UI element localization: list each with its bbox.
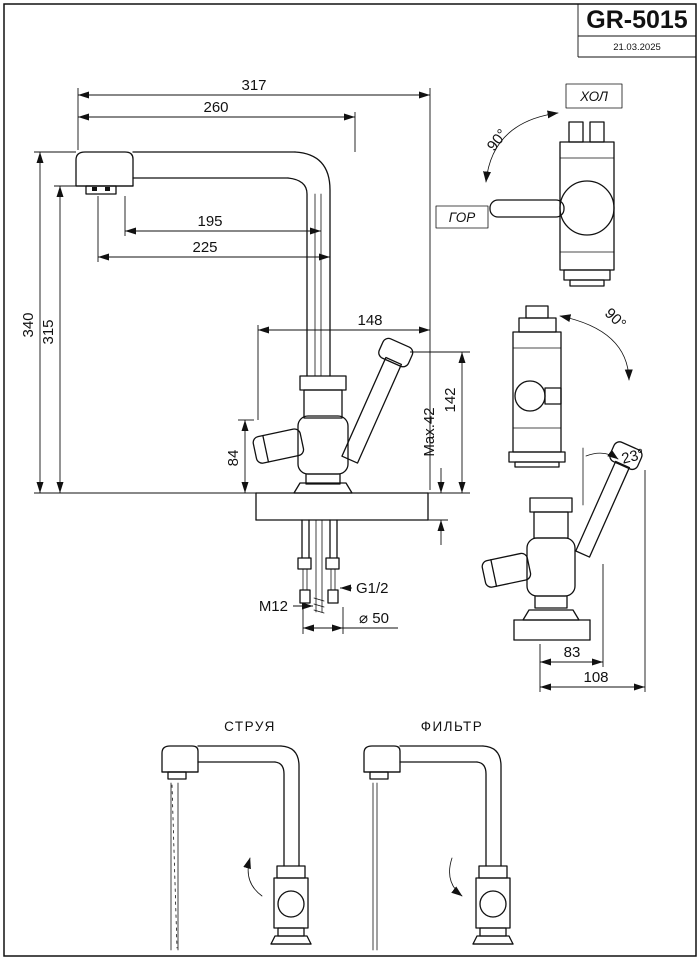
top-rotation-view [435,83,623,287]
dim-340-label: 340 [20,312,37,337]
dim-317-label: 317 [241,77,266,94]
dim-315-label: 315 [40,319,57,344]
drawing-date: 21.03.2025 [613,42,661,53]
main-view-dimensions: 317 260 195 225 148 340 315 84 142 [20,77,470,634]
hot-label-box [435,205,489,229]
dim-225-label: 225 [192,239,217,256]
dim-max42-label: Max.42 [421,407,438,456]
title-block: GR-5015 21.03.2025 [577,4,696,58]
thread-m12-label: M12 [259,598,288,615]
rotation-arrow [483,110,559,183]
filter-knob-side [481,552,532,588]
turn-arrow [243,857,263,897]
swivel-90-top-label: 90° [484,126,511,154]
tilted-lever [575,441,643,558]
main-faucet-view [75,151,429,614]
tilt-view-dimensions: 83 108 [539,470,646,692]
dim-260-label: 260 [203,99,228,116]
sheet-border [3,3,697,957]
lever-tilt-view [481,441,643,641]
tilt-arrow [585,449,619,460]
valve-circle [479,890,507,918]
rotation-arrow [559,314,633,381]
dim-84-label: 84 [225,450,242,467]
tilt-23-label: 23° [620,446,646,468]
cold-label: ХОЛ [579,89,609,104]
aerated-stream [171,784,178,949]
stream-mode-view [161,745,312,951]
swivel-90-front-label: 90° [601,305,629,333]
aerator-dot [92,187,97,191]
dim-108-label: 108 [583,669,608,686]
dim-83-label: 83 [564,644,581,661]
aerator-dot [105,187,110,191]
filter-knob [252,428,305,464]
dia-50-label: ⌀ 50 [359,610,389,627]
thread-g12-label: G1/2 [356,580,389,597]
filter-mode-view [363,745,514,951]
dim-142-label: 142 [442,387,459,412]
hot-label: ГОР [449,210,475,225]
model-number: GR-5015 [586,6,688,34]
front-rotation-view [508,305,633,468]
stream-mode-label: СТРУЯ [224,719,276,734]
mixer-lever [341,337,414,464]
cold-label-box [565,83,623,109]
filter-mode-label: ФИЛЬТР [421,719,484,734]
turn-arrow [449,857,463,897]
dim-148-label: 148 [357,312,382,329]
dim-195-label: 195 [197,213,222,230]
valve-circle [277,890,305,918]
